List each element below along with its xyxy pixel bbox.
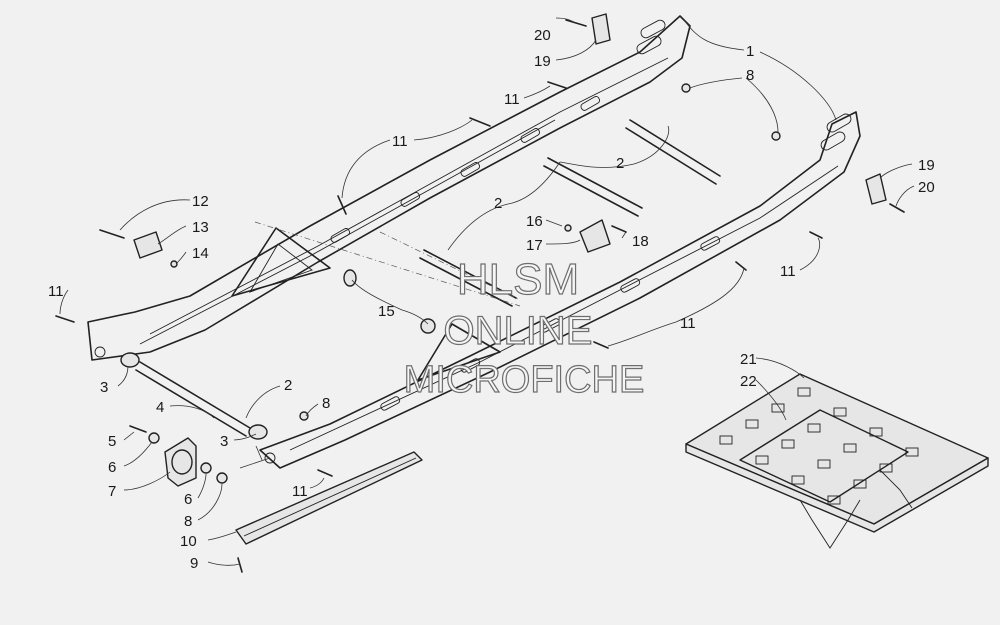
callout-18: 18	[632, 233, 649, 250]
callout-8-middle: 8	[322, 395, 330, 412]
callout-11-right: 11	[780, 263, 796, 280]
callout-7: 7	[108, 483, 116, 500]
callout-20-top: 20	[534, 27, 551, 44]
callout-11-center: 11	[680, 315, 696, 332]
callout-3-right: 3	[220, 433, 228, 450]
lower-slide-rail	[259, 111, 861, 469]
callout-6-left: 6	[108, 459, 116, 476]
upper-slide-rail	[87, 15, 691, 361]
callout-14: 14	[192, 245, 209, 262]
callout-19-right: 19	[918, 157, 935, 174]
watermark-line-3: MICROFICHE	[404, 359, 645, 401]
callout-15: 15	[378, 303, 395, 320]
callout-13: 13	[192, 219, 209, 236]
watermark-line-2: ONLINE	[444, 309, 593, 353]
callout-11-bottom: 11	[292, 483, 308, 500]
callout-2-middle: 2	[494, 195, 502, 212]
callout-17: 17	[526, 237, 543, 254]
track-section	[685, 373, 989, 549]
callout-11-left: 11	[48, 283, 64, 300]
callout-16: 16	[526, 213, 543, 230]
callout-20-right: 20	[918, 179, 935, 196]
callout-6-right: 6	[184, 491, 192, 508]
front-axle-assembly	[120, 352, 268, 440]
callout-21: 21	[740, 351, 757, 368]
stopper-blocks	[133, 13, 887, 334]
callout-1: 1	[746, 43, 754, 60]
callout-2-upper: 2	[616, 155, 624, 172]
callout-8-top: 8	[746, 67, 754, 84]
nuts	[170, 83, 781, 421]
callout-4: 4	[156, 399, 164, 416]
callout-2-lower: 2	[284, 377, 292, 394]
callout-22: 22	[740, 373, 757, 390]
callout-11-top: 11	[504, 91, 520, 108]
callout-10: 10	[180, 533, 197, 550]
callout-labels: 20 19 1 8 11 11 2 19 20 12 13 14 2 16 17…	[48, 27, 935, 572]
watermark-line-1: HLSM	[457, 255, 579, 304]
callout-8-bottom: 8	[184, 513, 192, 530]
idler-wheel	[129, 425, 228, 487]
callout-9: 9	[190, 555, 198, 572]
wear-strip	[235, 451, 423, 573]
callout-5: 5	[108, 433, 116, 450]
fasteners	[55, 19, 905, 477]
callout-19-top: 19	[534, 53, 551, 70]
callout-12: 12	[192, 193, 209, 210]
callout-3-left: 3	[100, 379, 108, 396]
cross-shafts	[254, 119, 721, 307]
callout-11-upper-left: 11	[392, 133, 408, 150]
leader-lines	[59, 17, 915, 566]
